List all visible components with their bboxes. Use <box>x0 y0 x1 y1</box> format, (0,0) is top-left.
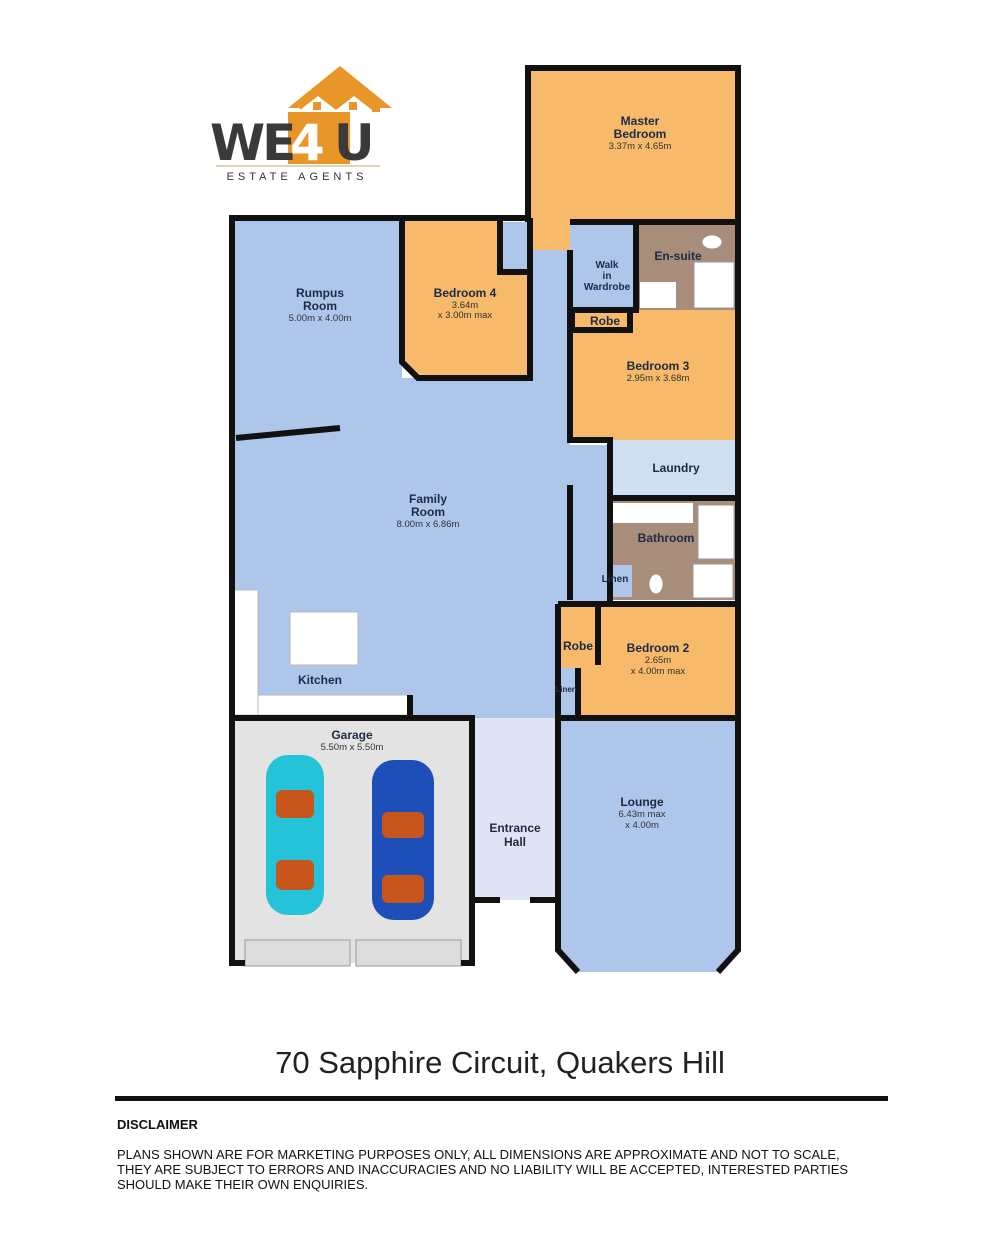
label-bedroom-2: Bedroom 2 <box>627 641 690 655</box>
dims-bedroom-4-b: x 3.00m max <box>438 310 493 321</box>
ensuite-toilet <box>701 234 723 250</box>
label-master-1: Master <box>621 114 660 128</box>
dims-bedroom-3: 2.95m x 3.68m <box>627 373 690 384</box>
room-entrance-hall <box>472 718 558 900</box>
divider <box>115 1096 888 1101</box>
dims-master: 3.37m x 4.65m <box>609 141 672 152</box>
label-robe-3: Robe <box>590 314 620 328</box>
disclaimer-title: DISCLAIMER <box>117 1117 198 1132</box>
label-ensuite: En-suite <box>654 249 702 263</box>
label-garage: Garage <box>331 728 373 742</box>
walls <box>229 65 741 975</box>
label-robe-2: Robe <box>563 639 593 653</box>
car-icon <box>372 760 434 920</box>
label-master-2: Bedroom <box>614 127 667 141</box>
room-walk-in-wardrobe <box>570 222 636 310</box>
dims-lounge-b: x 4.00m <box>625 820 659 831</box>
dims-rumpus: 5.00m x 4.00m <box>289 313 352 324</box>
garage-door <box>244 939 351 967</box>
label-bathroom: Bathroom <box>638 531 695 545</box>
label-wir-2: in <box>603 271 612 282</box>
label-linen-1: Linen <box>602 574 629 585</box>
room-closet <box>500 222 530 272</box>
label-laundry: Laundry <box>652 461 700 475</box>
label-rumpus-1: Rumpus <box>296 286 344 300</box>
ensuite-shower <box>693 261 735 309</box>
kitchen-island <box>289 611 359 666</box>
kitchen-counter-bottom <box>257 694 411 716</box>
dims-bedroom-2-b: x 4.00m max <box>631 666 686 677</box>
kitchen-counter <box>233 589 259 716</box>
label-wir-1: Walk <box>596 260 619 271</box>
bathroom-shower <box>692 563 734 599</box>
label-kitchen: Kitchen <box>298 673 342 687</box>
bathroom-toilet <box>648 573 664 595</box>
car-icon <box>266 755 324 915</box>
room-bedroom-2 <box>558 604 738 716</box>
label-linen-2: Linen <box>555 685 576 694</box>
dims-bedroom-2-a: 2.65m <box>645 655 671 666</box>
garage-door <box>355 939 462 967</box>
property-address: 70 Sapphire Circuit, Quakers Hill <box>275 1045 725 1080</box>
logo-tagline: ESTATE AGENTS <box>227 171 368 183</box>
svg-text:4: 4 <box>290 114 325 172</box>
dims-lounge-a: 6.43m max <box>619 809 666 820</box>
dims-bedroom-4-a: 3.64m <box>452 300 478 311</box>
label-rumpus-2: Room <box>303 299 337 313</box>
svg-text:WE: WE <box>210 114 293 172</box>
room-lounge <box>558 718 738 972</box>
dims-family: 8.00m x 6.86m <box>397 519 460 530</box>
label-wir-3: Wardrobe <box>584 282 631 293</box>
ensuite-vanity <box>640 282 676 308</box>
dims-garage: 5.50m x 5.50m <box>321 742 384 753</box>
bathroom-bath <box>697 504 735 560</box>
bathroom-vanity <box>613 503 693 523</box>
label-family-2: Room <box>411 505 445 519</box>
we4u-logo: WE 4 U ESTATE AGENTS <box>210 66 392 183</box>
floor-plan: WE 4 U ESTATE AGENTS <box>210 65 741 975</box>
label-bedroom-4: Bedroom 4 <box>434 286 497 300</box>
label-family-1: Family <box>409 492 447 506</box>
label-bedroom-3: Bedroom 3 <box>627 359 690 373</box>
label-lounge: Lounge <box>620 795 664 809</box>
disclaimer-text: PLANS SHOWN ARE FOR MARKETING PURPOSES O… <box>117 1147 849 1192</box>
label-entrance-1: Entrance <box>489 821 541 835</box>
room-linen-2 <box>558 668 578 716</box>
label-entrance-2: Hall <box>504 835 526 849</box>
room-laundry <box>610 440 738 498</box>
svg-text:U: U <box>334 114 375 172</box>
room-linen-1 <box>596 565 632 597</box>
